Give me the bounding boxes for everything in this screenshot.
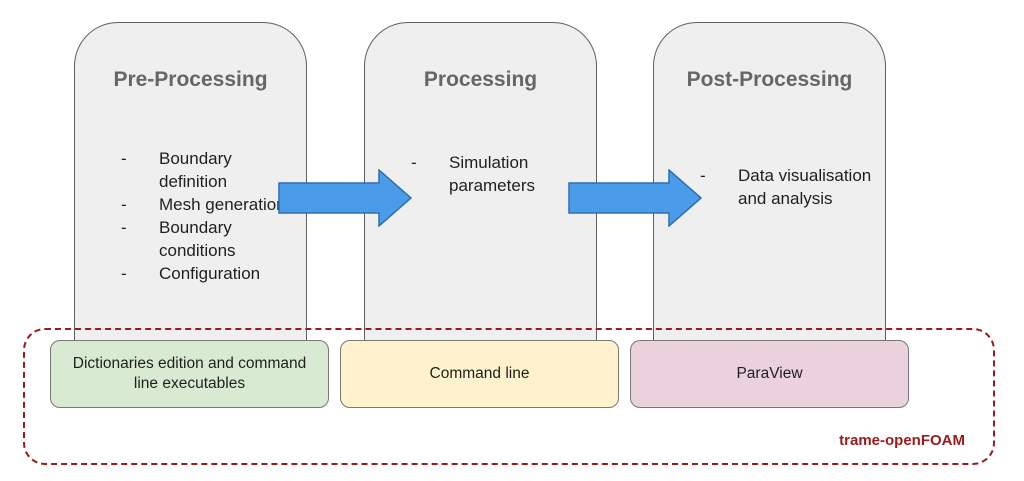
- bullet-item: Boundary conditions: [121, 216, 296, 262]
- bullet-item: Mesh generation: [121, 193, 296, 216]
- bullet-item: Data visualisation and analysis: [700, 164, 875, 210]
- tool-box-paraview: ParaView: [630, 340, 909, 408]
- flow-arrow-icon: [568, 169, 703, 227]
- bullet-list-processing: Simulation parameters: [411, 151, 586, 197]
- bullet-list-post-processing: Data visualisation and analysis: [700, 164, 875, 210]
- stage-pre-processing: Pre-Processing Boundary definition Mesh …: [74, 22, 307, 344]
- bullet-item: Simulation parameters: [411, 151, 586, 197]
- bullet-item: Boundary definition: [121, 147, 296, 193]
- stage-title-pre-processing: Pre-Processing: [113, 68, 268, 91]
- bullet-item: Configuration: [121, 262, 296, 285]
- stage-processing: Processing Simulation parameters: [364, 22, 597, 344]
- bullet-list-pre-processing: Boundary definition Mesh generation Boun…: [121, 147, 296, 285]
- tool-box-command-line: Command line: [340, 340, 619, 408]
- stage-title-processing: Processing: [423, 68, 538, 91]
- stage-title-post-processing: Post-Processing: [686, 68, 853, 91]
- flow-arrow-icon: [278, 169, 413, 227]
- group-label: trame-openFOAM: [839, 432, 965, 449]
- tool-box-dictionaries: Dictionaries edition and command line ex…: [50, 340, 329, 408]
